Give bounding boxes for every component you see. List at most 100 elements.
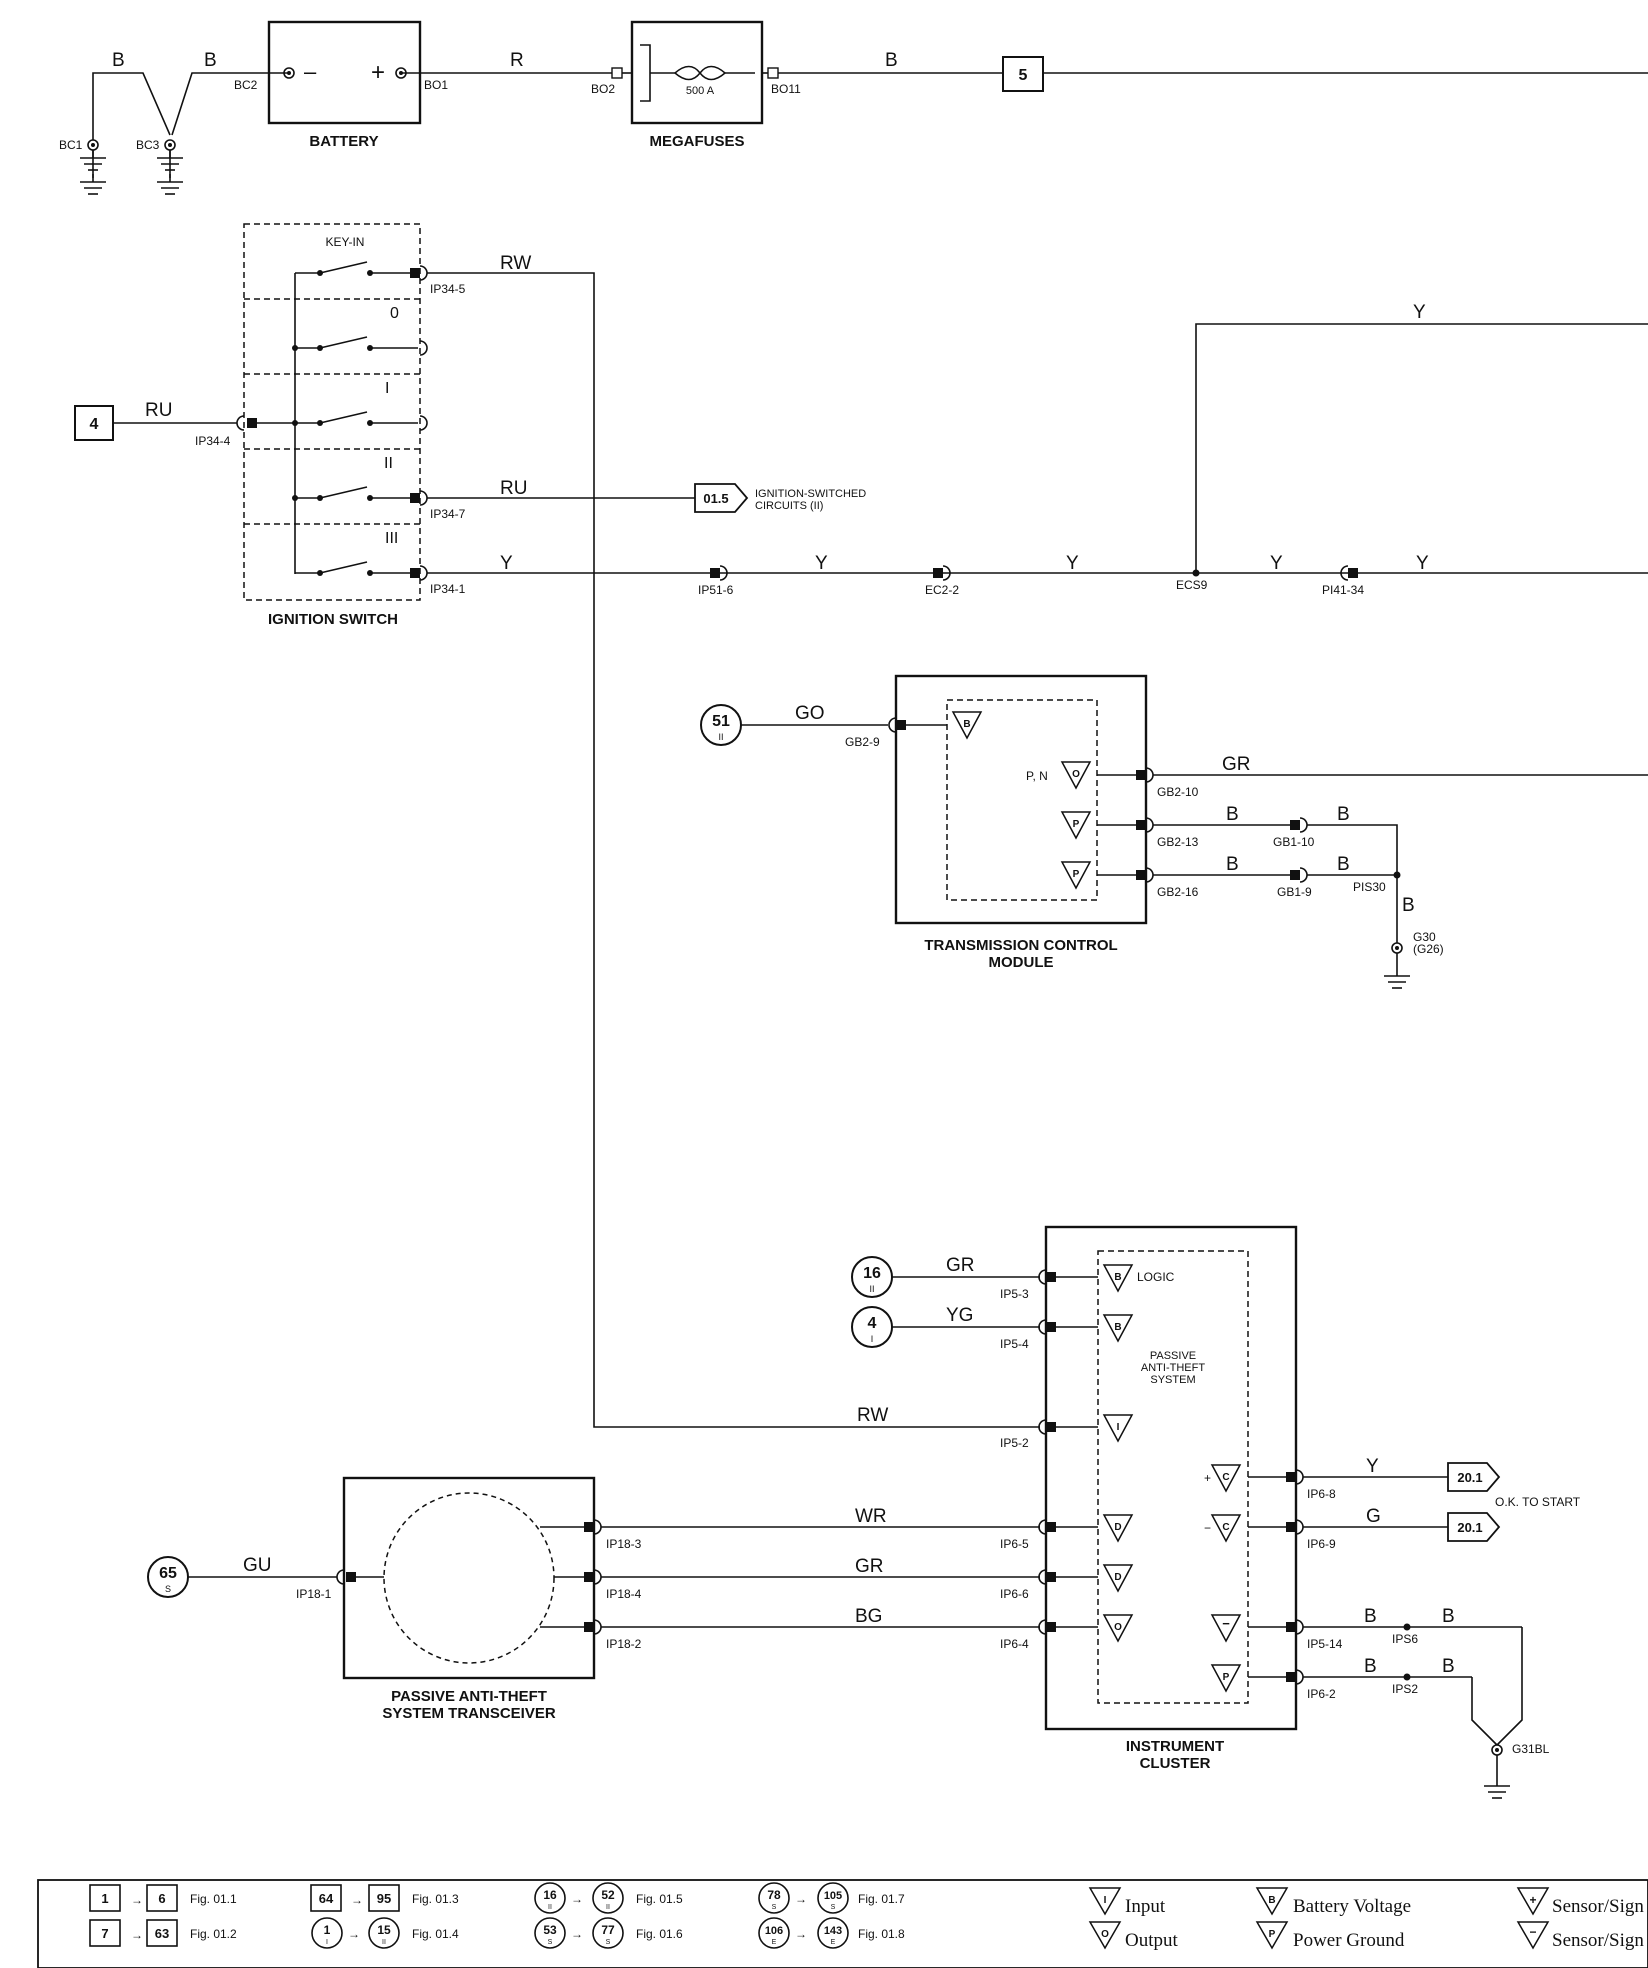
legend-c5-fig: Fig. 01.8 bbox=[858, 1927, 905, 1941]
legend-pg-glyph: P bbox=[1269, 1929, 1276, 1940]
svg-text:→: → bbox=[795, 1927, 807, 1941]
legend-c2-fig: Fig. 01.5 bbox=[636, 1892, 683, 1906]
legend-c5-a: 106 bbox=[765, 1925, 783, 1937]
ref-box-4[interactable] bbox=[74, 405, 114, 441]
wire-y-3: Y bbox=[1270, 553, 1283, 574]
cluster-data-symbol-2: D bbox=[1102, 1564, 1134, 1593]
transceiver-title-2: SYSTEM TRANSCEIVER bbox=[382, 1705, 556, 1722]
pin-bo1: BO1 bbox=[424, 78, 448, 92]
ref-65-sub: S bbox=[165, 1584, 171, 1594]
pin-bc2: BC2 bbox=[234, 78, 258, 92]
svg-text:B: B bbox=[1114, 1272, 1121, 1283]
wire-y-ign: Y bbox=[500, 553, 513, 574]
svg-text:B: B bbox=[963, 719, 970, 730]
wire-b-gb1-10: B bbox=[1337, 804, 1350, 825]
transceiver-coil bbox=[383, 1492, 555, 1664]
ignition-switch-outline bbox=[243, 223, 421, 601]
pin-ip6-4: IP6-4 bbox=[1000, 1637, 1029, 1651]
offpage-01-5[interactable] bbox=[694, 483, 749, 513]
pin-ip6-8: IP6-8 bbox=[1307, 1487, 1336, 1501]
cluster-output-symbol: O bbox=[1102, 1614, 1134, 1643]
pats-line1: PASSIVE bbox=[1150, 1350, 1196, 1362]
ref-5-label: 5 bbox=[1019, 67, 1028, 84]
wire-b-ips2: B bbox=[1442, 1656, 1455, 1677]
legend-battery-voltage: B Battery Voltage bbox=[1255, 1887, 1411, 1917]
svg-text:I: I bbox=[1117, 1422, 1120, 1433]
legend-c5-bs: E bbox=[831, 1939, 836, 1946]
svg-text:P: P bbox=[1073, 869, 1080, 880]
ref-4-label: 4 bbox=[90, 416, 99, 433]
legend-sq-row-1: 1 → 6 Fig. 01.1 bbox=[89, 1884, 237, 1912]
pats-line3: SYSTEM bbox=[1150, 1374, 1195, 1386]
pin-ip34-5: IP34-5 bbox=[430, 282, 466, 296]
svg-text:→: → bbox=[131, 1928, 143, 1942]
svg-text:O: O bbox=[1114, 1622, 1122, 1633]
pin-ip5-2: IP5-2 bbox=[1000, 1436, 1029, 1450]
ground-eyelet-bc1 bbox=[87, 139, 99, 151]
svg-text:−: − bbox=[1204, 1521, 1211, 1535]
cluster-sensor-minus-symbol: C− bbox=[1204, 1514, 1242, 1543]
pin-ip6-6: IP6-6 bbox=[1000, 1587, 1029, 1601]
pin-gb2-16: GB2-16 bbox=[1157, 885, 1199, 899]
offpage-01-5-text2: CIRCUITS (II) bbox=[755, 500, 823, 512]
legend-c4-b: 105 bbox=[824, 1890, 842, 1902]
pin-ip6-2: IP6-2 bbox=[1307, 1687, 1336, 1701]
legend-circle-row-5: 106 E → 143 E Fig. 01.8 bbox=[758, 1917, 905, 1949]
y-circuit: IP51-6 EC2-2 ECS9 PI41-34 Y Y Y Y Y bbox=[427, 302, 1648, 597]
svg-text:→: → bbox=[571, 1892, 583, 1906]
legend-sm-glyph: − bbox=[1529, 1925, 1536, 1939]
legend-output: O Output bbox=[1088, 1921, 1179, 1951]
wire-y-2: Y bbox=[1066, 553, 1079, 574]
svg-text:C: C bbox=[1222, 1522, 1229, 1533]
legend-pg-text: Power Ground bbox=[1293, 1930, 1405, 1951]
cluster-input-symbol: I bbox=[1102, 1414, 1134, 1443]
wire-b-2: B bbox=[204, 50, 217, 71]
offpage-20-1-b-label: 20.1 bbox=[1457, 1520, 1482, 1535]
legend-c5-b: 143 bbox=[824, 1925, 842, 1937]
legend-sp-text: Sensor/Sign bbox=[1552, 1896, 1644, 1917]
offpage-20-1-a[interactable] bbox=[1447, 1462, 1501, 1492]
offpage-20-1-b[interactable] bbox=[1447, 1512, 1501, 1542]
pin-gb2-10: GB2-10 bbox=[1157, 785, 1199, 799]
megafuses-title: MEGAFUSES bbox=[649, 133, 744, 150]
wire-gr-cluster: GR bbox=[946, 1255, 975, 1276]
pos-iii: III bbox=[385, 530, 398, 547]
pos-key-in: KEY-IN bbox=[326, 235, 365, 249]
wire-r: R bbox=[510, 50, 524, 71]
transceiver-title-1: PASSIVE ANTI-THEFT bbox=[391, 1688, 547, 1705]
conn-ecs9: ECS9 bbox=[1176, 578, 1208, 592]
wire-go: GO bbox=[795, 703, 825, 724]
offpage-01-5-text1: IGNITION-SWITCHED bbox=[755, 488, 866, 500]
legend-c4-a: 78 bbox=[767, 1888, 781, 1902]
cluster-logic-battery-symbol: B bbox=[1102, 1264, 1134, 1293]
cluster-sensor-ground-symbol: − bbox=[1210, 1614, 1242, 1643]
wire-gr-tcm: GR bbox=[1222, 754, 1251, 775]
legend-c1-b: 15 bbox=[377, 1923, 391, 1937]
pin-ip5-3: IP5-3 bbox=[1000, 1287, 1029, 1301]
legend-c1-fig: Fig. 01.4 bbox=[412, 1927, 459, 1941]
tcm-output-symbol: O bbox=[1060, 761, 1092, 790]
pin-bo11: BO11 bbox=[771, 82, 801, 96]
ref-65-label: 65 bbox=[159, 1565, 177, 1582]
ground-g31bl: G31BL bbox=[1512, 1742, 1550, 1756]
pin-gb2-9: GB2-9 bbox=[845, 735, 880, 749]
ref-box-5[interactable] bbox=[1002, 56, 1044, 92]
battery-title: BATTERY bbox=[309, 133, 378, 150]
legend-input: I Input bbox=[1088, 1887, 1166, 1917]
tcm-box bbox=[894, 674, 1148, 925]
ref-4c-label: 4 bbox=[868, 1315, 877, 1332]
ref-51-sub: II bbox=[718, 732, 723, 742]
svg-text:→: → bbox=[795, 1892, 807, 1906]
svg-text:→: → bbox=[348, 1927, 360, 1941]
legend-sq-3-a: 64 bbox=[319, 1891, 334, 1906]
battery-section: – + BATTERY BC2 BO1 BC1 BC3 B B R bbox=[59, 20, 617, 195]
svg-text:B: B bbox=[1114, 1322, 1121, 1333]
pin-gb2-13: GB2-13 bbox=[1157, 835, 1199, 849]
pin-ip18-1: IP18-1 bbox=[296, 1587, 332, 1601]
tcm-battery-symbol: B bbox=[951, 711, 983, 740]
wire-ru-out: RU bbox=[500, 478, 527, 499]
legend-circle-row-2: 16 II → 52 II Fig. 01.5 bbox=[534, 1882, 683, 1914]
pos-ii: II bbox=[384, 455, 393, 472]
legend-sp-glyph: + bbox=[1529, 1893, 1536, 1907]
ref-16-sub: II bbox=[869, 1284, 874, 1294]
